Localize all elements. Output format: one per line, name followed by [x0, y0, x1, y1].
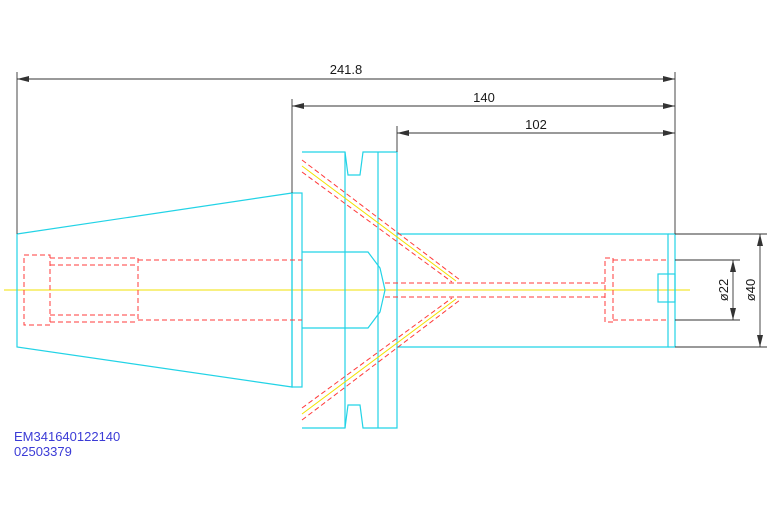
part-codes: EM341640122140 02503379 [14, 429, 120, 459]
dim-overall-length: 241.8 [330, 62, 363, 77]
dim-flange-to-end: 140 [473, 90, 495, 105]
part-code-line2: 02503379 [14, 444, 72, 459]
dim-body-length: 102 [525, 117, 547, 132]
dimension-lines [16, 72, 767, 348]
channel-centerlines [301, 165, 457, 415]
hidden-lines [23, 159, 668, 421]
part-code-line1: EM341640122140 [14, 429, 121, 444]
dim-outer-diameter: ø40 [743, 279, 758, 301]
dim-bore-diameter: ø22 [716, 279, 731, 301]
